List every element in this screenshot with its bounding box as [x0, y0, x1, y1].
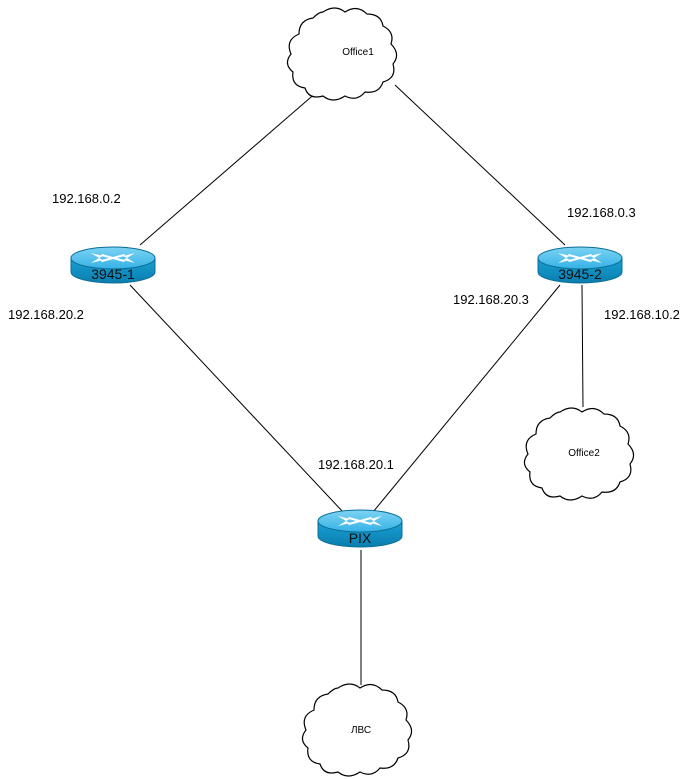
- link-office1-3945-1: [139, 84, 326, 246]
- ip-label-pix-inside: 192.168.20.1: [318, 457, 394, 472]
- router-label-3945-2: 3945-2: [558, 266, 602, 282]
- ip-label-3945-2-office2: 192.168.10.2: [604, 307, 680, 322]
- cloud-office2: Office2: [523, 407, 635, 501]
- router-pix: PIX: [317, 509, 403, 548]
- link-3945-2-pix: [372, 284, 561, 513]
- ip-label-3945-2-pix: 192.168.20.3: [453, 292, 529, 307]
- router-label-3945-1: 3945-1: [91, 266, 135, 282]
- cloud-icon: [286, 7, 398, 101]
- router-3945-2: 3945-2: [537, 246, 623, 284]
- cloud-lan: ЛВС: [301, 683, 413, 777]
- router-3945-1: 3945-1: [70, 246, 156, 284]
- link-3945-1-pix: [129, 284, 344, 513]
- cloud-label-lan: ЛВС: [351, 725, 371, 736]
- router-label-pix: PIX: [349, 530, 372, 546]
- cloud-label-office1: Office1: [342, 47, 374, 58]
- ip-label-3945-1-pix: 192.168.20.2: [8, 307, 84, 322]
- cloud-label-office2: Office2: [568, 448, 600, 459]
- link-3945-2-office2: [581, 284, 584, 408]
- ip-label-3945-2-office1: 192.168.0.3: [567, 205, 636, 220]
- ip-label-3945-1-office1: 192.168.0.2: [52, 191, 121, 206]
- cloud-icon: [523, 407, 635, 501]
- link-office1-3945-2: [394, 84, 566, 246]
- cloud-icon: [301, 683, 413, 777]
- cloud-office1: Office1: [286, 7, 398, 101]
